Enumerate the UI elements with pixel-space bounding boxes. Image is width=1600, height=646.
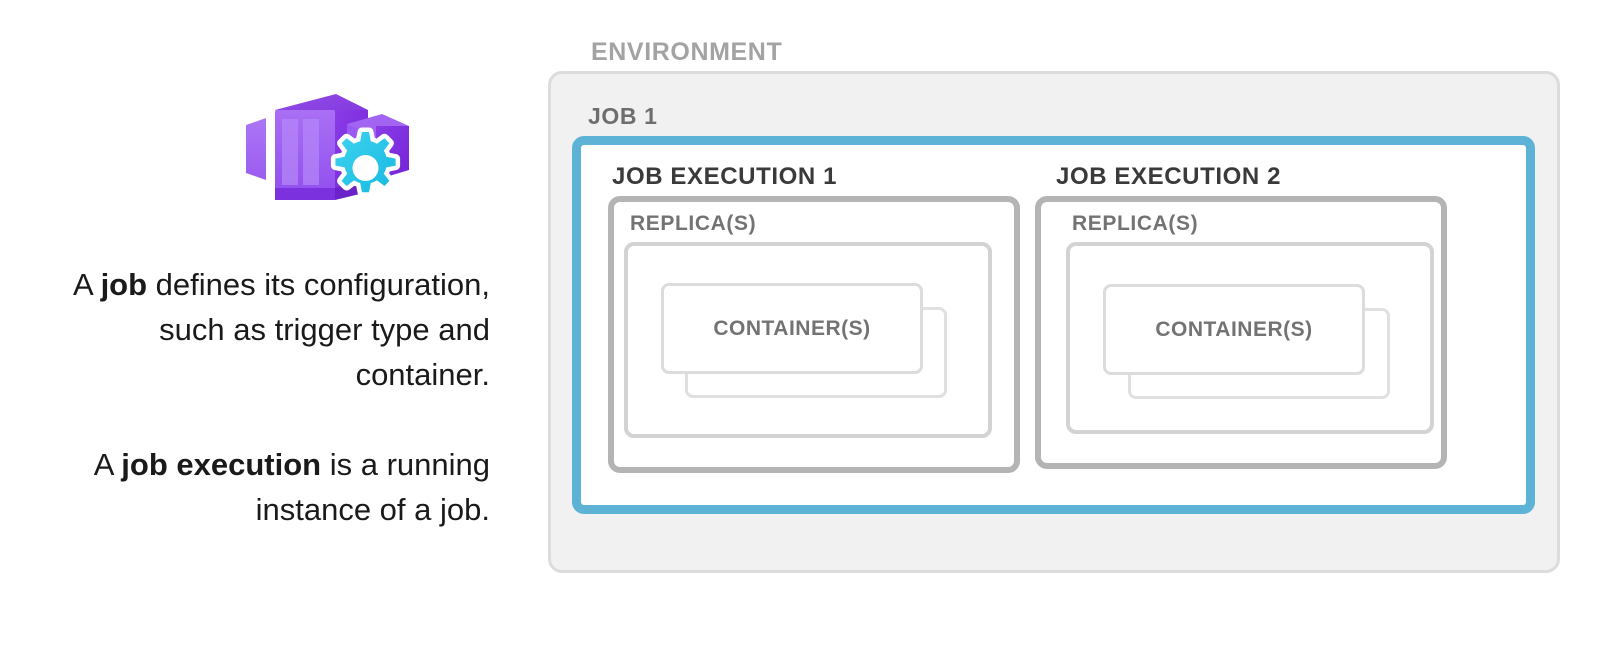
paragraph1-bold-term: job bbox=[100, 267, 148, 302]
job-execution-2-label: JOB EXECUTION 2 bbox=[1056, 163, 1282, 190]
job-definition-paragraph: A job defines its configuration, such as… bbox=[30, 262, 490, 397]
explanation-text: A job defines its configuration, such as… bbox=[30, 262, 490, 532]
paragraph2-prefix: A bbox=[93, 447, 122, 482]
environment-diagram: ENVIRONMENT JOB 1 JOB EXECUTION 1 REPLIC… bbox=[520, 0, 1600, 646]
environment-label: ENVIRONMENT bbox=[591, 38, 783, 66]
job-label: JOB 1 bbox=[588, 103, 658, 129]
container-1-front-card: CONTAINER(S) bbox=[661, 283, 923, 374]
paragraph2-bold-term: job execution bbox=[121, 447, 322, 482]
job-execution-definition-paragraph: A job execution is a running instance of… bbox=[30, 442, 490, 532]
container-1-label: CONTAINER(S) bbox=[713, 316, 871, 340]
left-explanation-panel: A job defines its configuration, such as… bbox=[0, 0, 520, 646]
container-2-front-card: CONTAINER(S) bbox=[1103, 284, 1365, 375]
paragraph1-prefix: A bbox=[72, 267, 101, 302]
job-execution-1-label: JOB EXECUTION 1 bbox=[612, 163, 838, 190]
replica-2-label: REPLICA(S) bbox=[1072, 212, 1199, 235]
replica-1-label: REPLICA(S) bbox=[630, 212, 757, 235]
container-2-label: CONTAINER(S) bbox=[1155, 317, 1313, 341]
paragraph2-suffix: is a running instance of a job. bbox=[255, 447, 490, 527]
container-apps-job-icon bbox=[243, 88, 413, 206]
paragraph1-suffix: defines its configuration, such as trigg… bbox=[147, 267, 490, 392]
